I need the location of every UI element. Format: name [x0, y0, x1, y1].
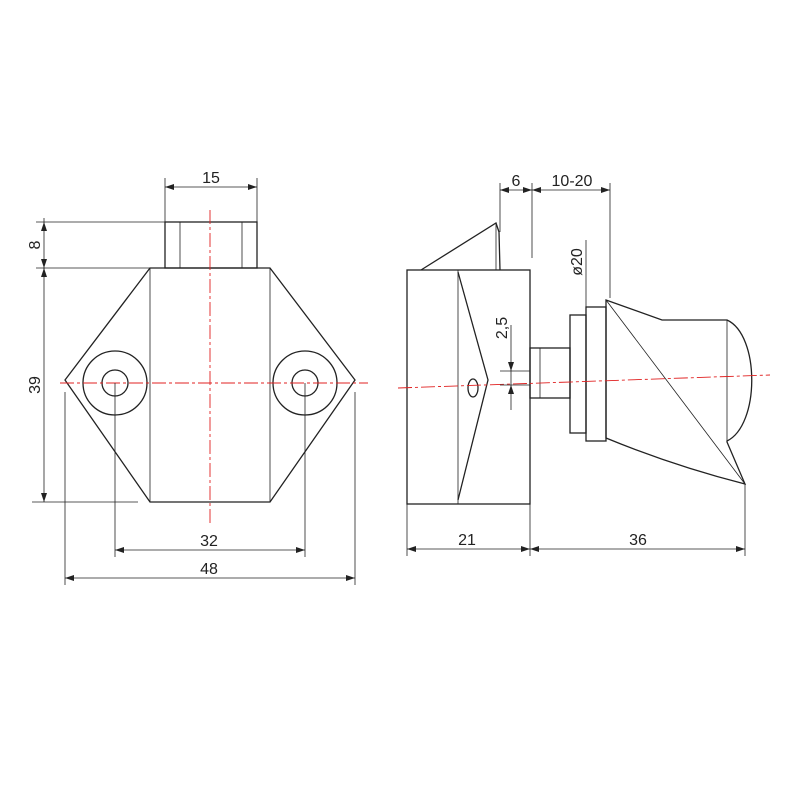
dim-top-width-label: 15	[202, 170, 220, 187]
dim-stroke-label: 10-20	[552, 173, 593, 190]
dim-flange-label: 6	[512, 173, 521, 190]
dim-overall-width: 48	[64, 392, 356, 585]
dim-hole-spacing-label: 32	[200, 533, 218, 550]
dim-top-width: 15	[164, 170, 258, 222]
collar	[569, 314, 587, 434]
dim-body-height: 39	[27, 268, 138, 503]
side-body-chamfer	[457, 271, 489, 501]
front-view: 15 8 39 32	[27, 170, 368, 585]
dim-offset: 2,5	[494, 317, 530, 410]
side-centerline	[397, 374, 771, 389]
dim-offset-label: 2,5	[494, 317, 511, 339]
collar-flange	[585, 306, 607, 442]
plunger-head-diagonal	[605, 299, 746, 485]
dim-top-side: 6 10-20	[499, 173, 611, 298]
dim-plunger-length-label: 36	[629, 532, 647, 549]
dim-diameter: ø20	[569, 240, 587, 307]
plunger-head	[605, 299, 753, 485]
plunger-shaft	[529, 347, 571, 399]
side-view: 6 10-20 ø20 2,5 21 36	[397, 173, 771, 556]
side-body-hole	[467, 378, 479, 398]
dim-body-height-label: 39	[27, 376, 44, 394]
dim-top-height: 8	[27, 218, 165, 272]
top-knob	[164, 221, 258, 269]
dim-diameter-label: ø20	[569, 248, 586, 276]
dim-overall-width-label: 48	[200, 561, 218, 578]
dim-top-height-label: 8	[27, 240, 44, 249]
top-wedge	[420, 222, 501, 271]
dim-hole-spacing: 32	[114, 383, 306, 557]
dim-bottom-side: 21 36	[406, 484, 746, 556]
dim-body-depth-label: 21	[458, 532, 476, 549]
